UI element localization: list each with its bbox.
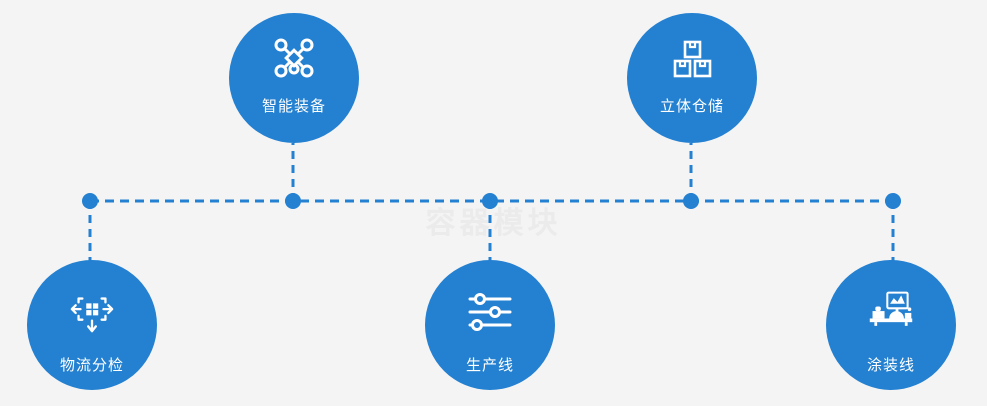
node-tuzhuangxian[interactable]: 涂装线 [826, 260, 956, 390]
node-label-liticangchu: 立体仓储 [659, 98, 724, 115]
network-nodes-icon [270, 35, 318, 83]
stacked-boxes-icon [668, 35, 716, 83]
node-label-shengchanxian: 生产线 [465, 357, 514, 374]
junction-dot-tuzhuangxian[interactable] [885, 193, 901, 209]
node-wuliufenjian[interactable]: 物流分检 [27, 260, 157, 390]
painting-machine-icon [867, 288, 915, 336]
node-zhinengzhuangbei[interactable]: 智能装备 [229, 13, 359, 143]
junction-dot-shengchanxian[interactable] [482, 193, 498, 209]
junction-dot-zhinengzhuangbei[interactable] [285, 193, 301, 209]
node-liticangchu[interactable]: 立体仓储 [627, 13, 757, 143]
sorting-arrows-icon [68, 288, 116, 336]
node-shengchanxian[interactable]: 生产线 [425, 260, 555, 390]
node-label-tuzhuangxian: 涂装线 [866, 357, 915, 374]
node-label-wuliufenjian: 物流分检 [59, 357, 124, 374]
junction-dot-wuliufenjian[interactable] [82, 193, 98, 209]
node-label-zhinengzhuangbei: 智能装备 [261, 98, 326, 115]
junction-dot-liticangchu[interactable] [683, 193, 699, 209]
sliders-icon [466, 288, 514, 336]
